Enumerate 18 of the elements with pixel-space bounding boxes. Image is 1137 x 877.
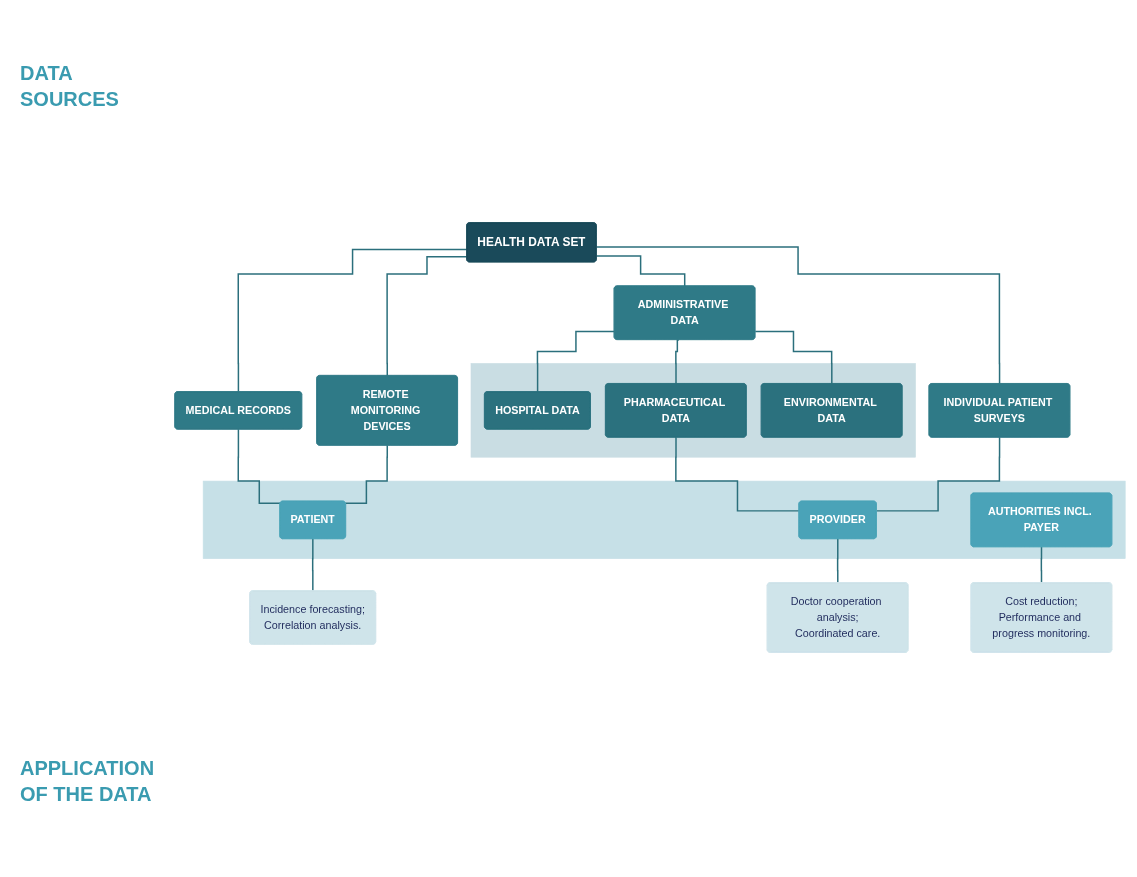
connector xyxy=(595,246,1001,385)
connector xyxy=(237,248,468,393)
connector xyxy=(311,538,314,592)
connector xyxy=(675,339,680,385)
section-label: APPLICATION OF THE DATA xyxy=(20,756,156,807)
connector xyxy=(1040,546,1043,584)
section-label: DATA SOURCES xyxy=(20,61,120,112)
cluster xyxy=(202,480,1126,559)
connector xyxy=(754,330,833,385)
connector xyxy=(675,436,800,512)
connector xyxy=(536,330,616,393)
connector xyxy=(344,444,389,504)
cluster xyxy=(470,363,916,458)
connector xyxy=(595,255,686,287)
connector xyxy=(836,538,839,584)
connector xyxy=(876,436,1001,512)
connector xyxy=(237,428,282,504)
connector xyxy=(386,256,468,377)
